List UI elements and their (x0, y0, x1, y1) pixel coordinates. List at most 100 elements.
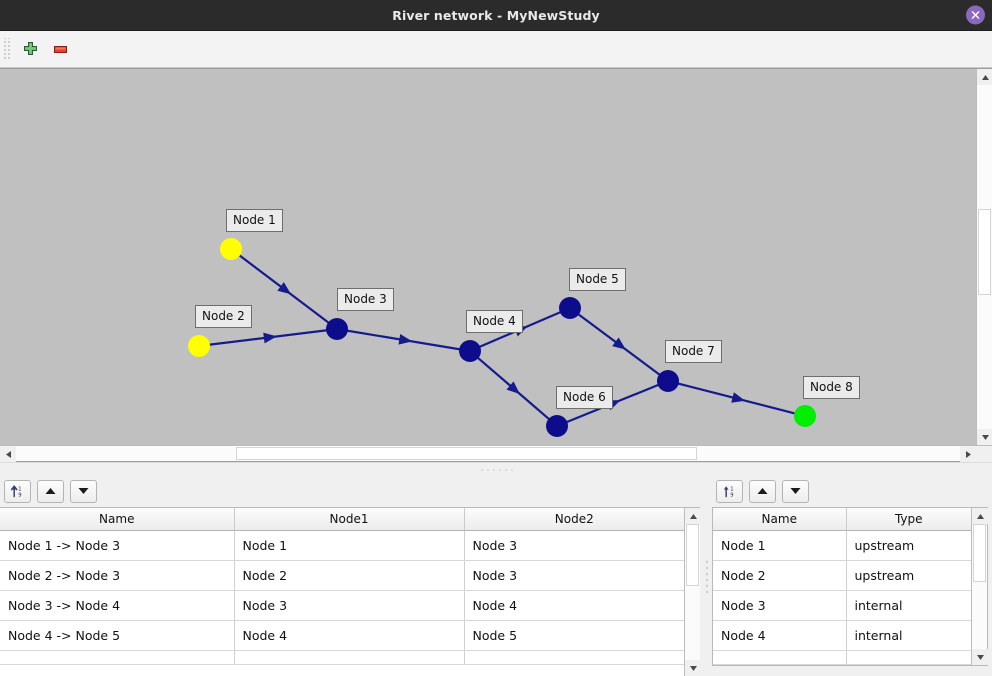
diagram-node-label[interactable]: Node 5 (569, 268, 626, 291)
diagram-node-label[interactable]: Node 3 (337, 288, 394, 311)
diagram-vertical-scrollbar[interactable] (976, 69, 992, 445)
table-cell[interactable]: Node 2 -> Node 3 (0, 560, 235, 591)
diagram-node-label[interactable]: Node 6 (556, 386, 613, 409)
diagram-node[interactable] (546, 415, 568, 437)
diagram-vscroll-thumb[interactable] (978, 209, 991, 295)
column-header[interactable]: Name (0, 508, 235, 531)
diagram-hscroll-thumb[interactable] (236, 447, 697, 460)
table-cell[interactable]: Node 2 (234, 560, 465, 591)
diagram-edge-arrowhead (612, 337, 626, 350)
table-cell[interactable] (713, 650, 847, 665)
table-cell[interactable] (234, 650, 465, 665)
branch-table-vertical-scrollbar[interactable] (684, 508, 701, 676)
diagram-hscroll-track[interactable] (16, 446, 960, 461)
diagram-node[interactable] (326, 318, 348, 340)
diagram-vscroll-track[interactable] (977, 85, 992, 429)
scroll-up-icon[interactable] (972, 508, 988, 524)
scroll-up-icon[interactable] (685, 508, 701, 524)
diagram-node-label[interactable]: Node 1 (226, 209, 283, 232)
diagram-canvas[interactable]: Node 1 Node 2 Node 3 Node 4 Node 5 Node 6 Node… (0, 69, 976, 445)
scroll-down-icon[interactable] (972, 649, 988, 665)
scroll-up-icon[interactable] (977, 69, 992, 85)
table-cell[interactable]: upstream (846, 560, 971, 591)
diagram-node[interactable] (559, 297, 581, 319)
arrow-down-icon[interactable] (782, 479, 809, 503)
add-plus-icon[interactable] (15, 34, 45, 64)
vertical-splitter[interactable] (700, 475, 712, 676)
diagram-node[interactable] (188, 335, 210, 357)
node-table-vertical-scrollbar[interactable] (971, 508, 988, 665)
diagram-horizontal-scrollbar[interactable] (0, 445, 992, 462)
scroll-down-icon[interactable] (685, 660, 701, 676)
table-cell[interactable]: internal (846, 590, 971, 621)
column-header[interactable]: Name (713, 508, 847, 531)
table-cell[interactable]: Node 2 (713, 560, 847, 591)
column-header[interactable]: Type (846, 508, 971, 531)
arrow-down-icon[interactable] (70, 479, 97, 503)
svg-text:1: 1 (730, 486, 733, 492)
diagram-node-label[interactable]: Node 8 (803, 376, 860, 399)
svg-text:9: 9 (18, 492, 21, 498)
sort-ascending-icon[interactable]: 1 9 (716, 479, 743, 503)
table-cell[interactable] (464, 650, 684, 665)
arrow-up-icon[interactable] (37, 479, 64, 503)
table-cell[interactable]: Node 4 -> Node 5 (0, 620, 235, 651)
node-table-vscroll-track[interactable] (972, 524, 987, 649)
table-cell[interactable]: Node 1 -> Node 3 (0, 530, 235, 561)
table-cell[interactable] (0, 650, 235, 665)
table-cell[interactable]: Node 3 (464, 560, 684, 591)
diagram-node[interactable] (794, 405, 816, 427)
table-cell[interactable]: Node 3 (713, 590, 847, 621)
sort-ascending-icon[interactable]: 1 9 (4, 479, 31, 503)
branch-table-vscroll-thumb[interactable] (686, 524, 699, 586)
table-cell[interactable]: Node 3 (234, 590, 465, 621)
diagram-edge-arrowhead (398, 333, 413, 345)
diagram-node[interactable] (657, 370, 679, 392)
close-icon[interactable] (966, 5, 985, 25)
table-cell[interactable]: upstream (846, 530, 971, 561)
table-cell[interactable]: Node 4 (713, 620, 847, 651)
column-header[interactable]: Node1 (234, 508, 465, 531)
toolbar-drag-handle[interactable] (2, 38, 11, 60)
table-cell[interactable]: Node 4 (464, 590, 684, 621)
table-cell[interactable] (846, 650, 971, 665)
diagram-node-label[interactable]: Node 7 (665, 340, 722, 363)
table-cell[interactable]: Node 1 (234, 530, 465, 561)
diagram-node-label[interactable]: Node 2 (195, 305, 252, 328)
scroll-down-icon[interactable] (977, 429, 992, 445)
arrow-up-icon[interactable] (749, 479, 776, 503)
table-cell[interactable]: Node 4 (234, 620, 465, 651)
diagram-node-label[interactable]: Node 4 (466, 310, 523, 333)
diagram-node[interactable] (459, 340, 481, 362)
scroll-left-icon[interactable] (0, 446, 16, 462)
table-row-empty[interactable] (713, 650, 971, 665)
scroll-right-icon[interactable] (960, 446, 976, 462)
horizontal-splitter[interactable] (0, 462, 992, 475)
branch-table-vscroll-track[interactable] (685, 524, 700, 660)
diagram-edge-arrowhead (506, 381, 520, 394)
table-row-empty[interactable] (0, 650, 684, 665)
remove-minus-icon[interactable] (45, 34, 75, 64)
node-table-vscroll-thumb[interactable] (973, 524, 986, 582)
diagram-edge-arrowhead (277, 282, 291, 295)
diagram-viewport-row: Node 1 Node 2 Node 3 Node 4 Node 5 Node 6 Node… (0, 69, 992, 445)
table-cell[interactable]: Node 5 (464, 620, 684, 651)
diagram-node[interactable] (220, 238, 242, 260)
table-cell[interactable]: Node 3 -> Node 4 (0, 590, 235, 621)
column-header[interactable]: Node2 (464, 508, 684, 531)
table-cell[interactable]: Node 1 (713, 530, 847, 561)
table-cell[interactable]: Node 3 (464, 530, 684, 561)
table-cell[interactable]: internal (846, 620, 971, 651)
